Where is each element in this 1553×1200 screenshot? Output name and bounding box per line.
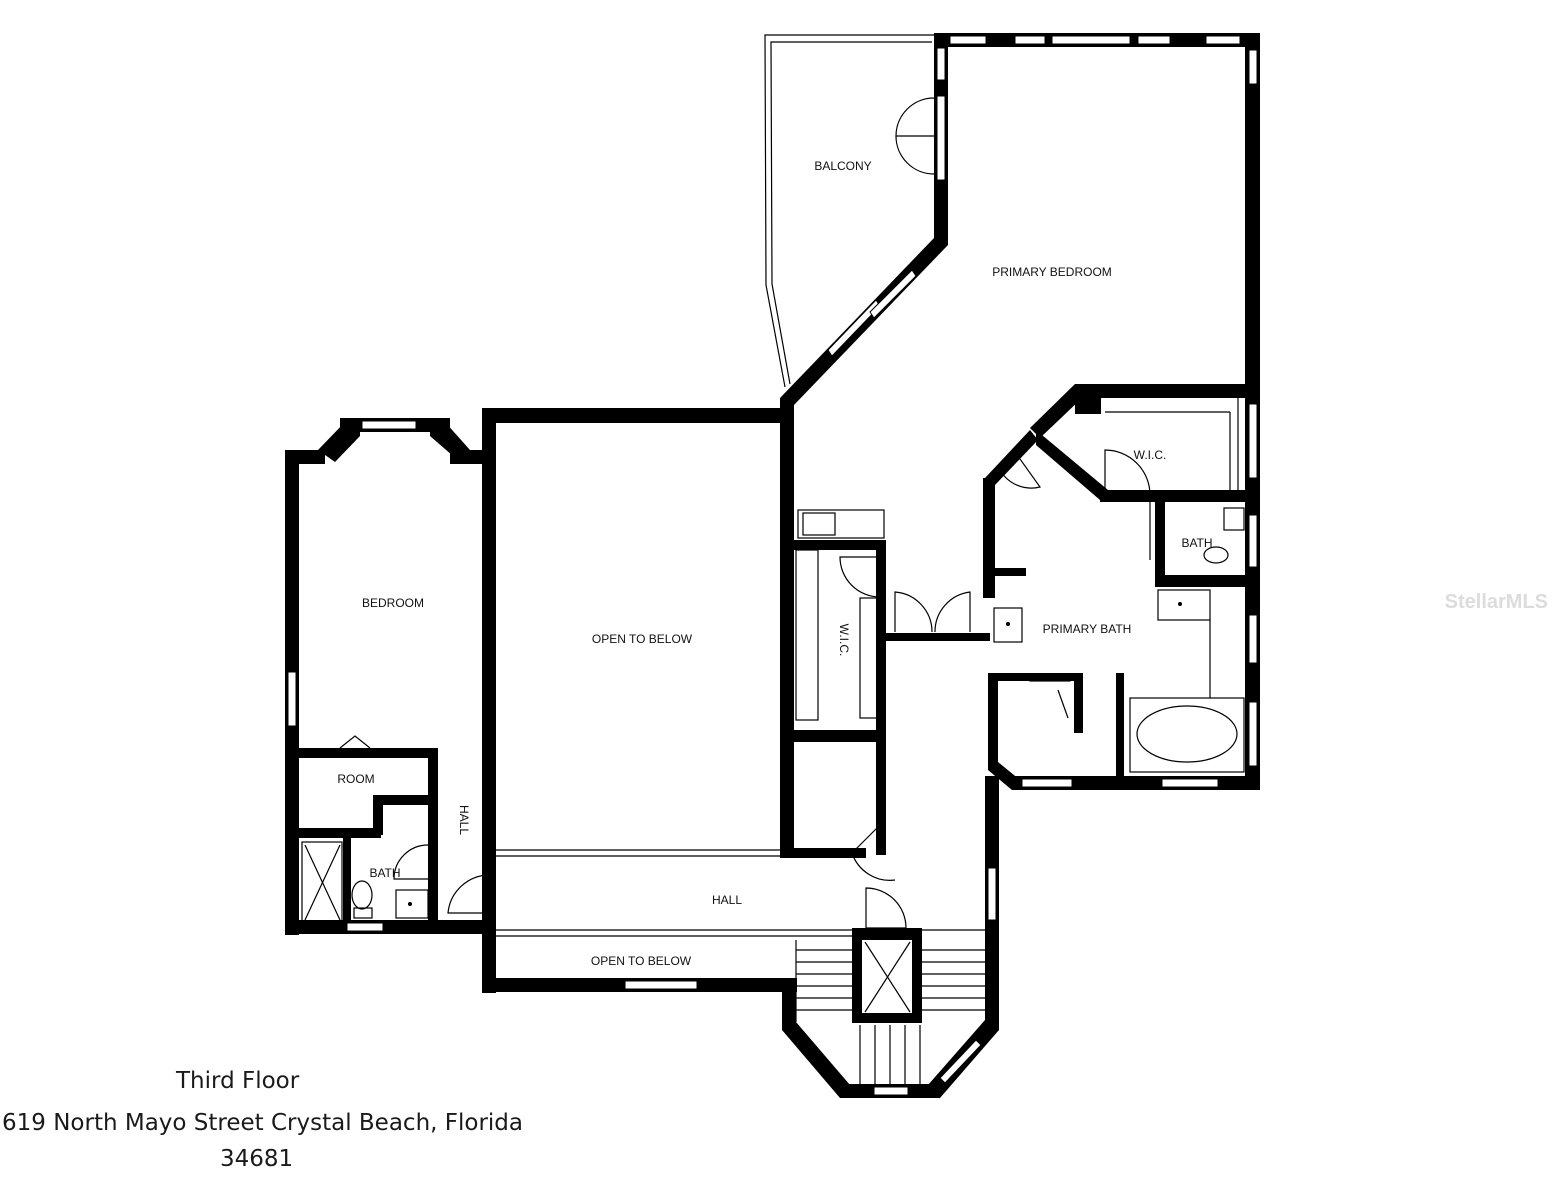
watermark: StellarMLS [1445, 591, 1548, 613]
label-wic-top: W.I.C. [1134, 448, 1167, 462]
hall-lines [496, 398, 1239, 1084]
label-hall: HALL [712, 893, 742, 907]
label-balcony: BALCONY [814, 159, 871, 173]
left-wing-walls [285, 418, 495, 935]
label-open-to-below-bottom: OPEN TO BELOW [591, 954, 692, 968]
primary-bedroom-walls [780, 33, 1260, 1026]
central-walls [482, 408, 990, 993]
caption-address-line1: 619 North Mayo Street Crystal Beach, Flo… [2, 1110, 524, 1136]
label-open-to-below-main: OPEN TO BELOW [592, 632, 693, 646]
label-hall-vertical: HALL [457, 805, 471, 835]
label-bath-left: BATH [369, 866, 400, 880]
label-primary-bedroom: PRIMARY BEDROOM [992, 265, 1112, 279]
doors [339, 97, 1151, 929]
windows [287, 35, 1258, 1096]
fixtures [301, 507, 1245, 1013]
label-primary-bath: PRIMARY BATH [1043, 622, 1132, 636]
caption-floor: Third Floor [176, 1068, 300, 1094]
balcony-railing [764, 34, 936, 388]
room-labels: BALCONY PRIMARY BEDROOM W.I.C. BATH PRIM… [337, 159, 1212, 968]
label-room: ROOM [337, 772, 374, 786]
label-bedroom: BEDROOM [362, 596, 424, 610]
caption-address-line2: 34681 [220, 1146, 294, 1172]
label-wic-mid: W.I.C. [837, 624, 851, 657]
label-bath-right: BATH [1181, 536, 1212, 550]
